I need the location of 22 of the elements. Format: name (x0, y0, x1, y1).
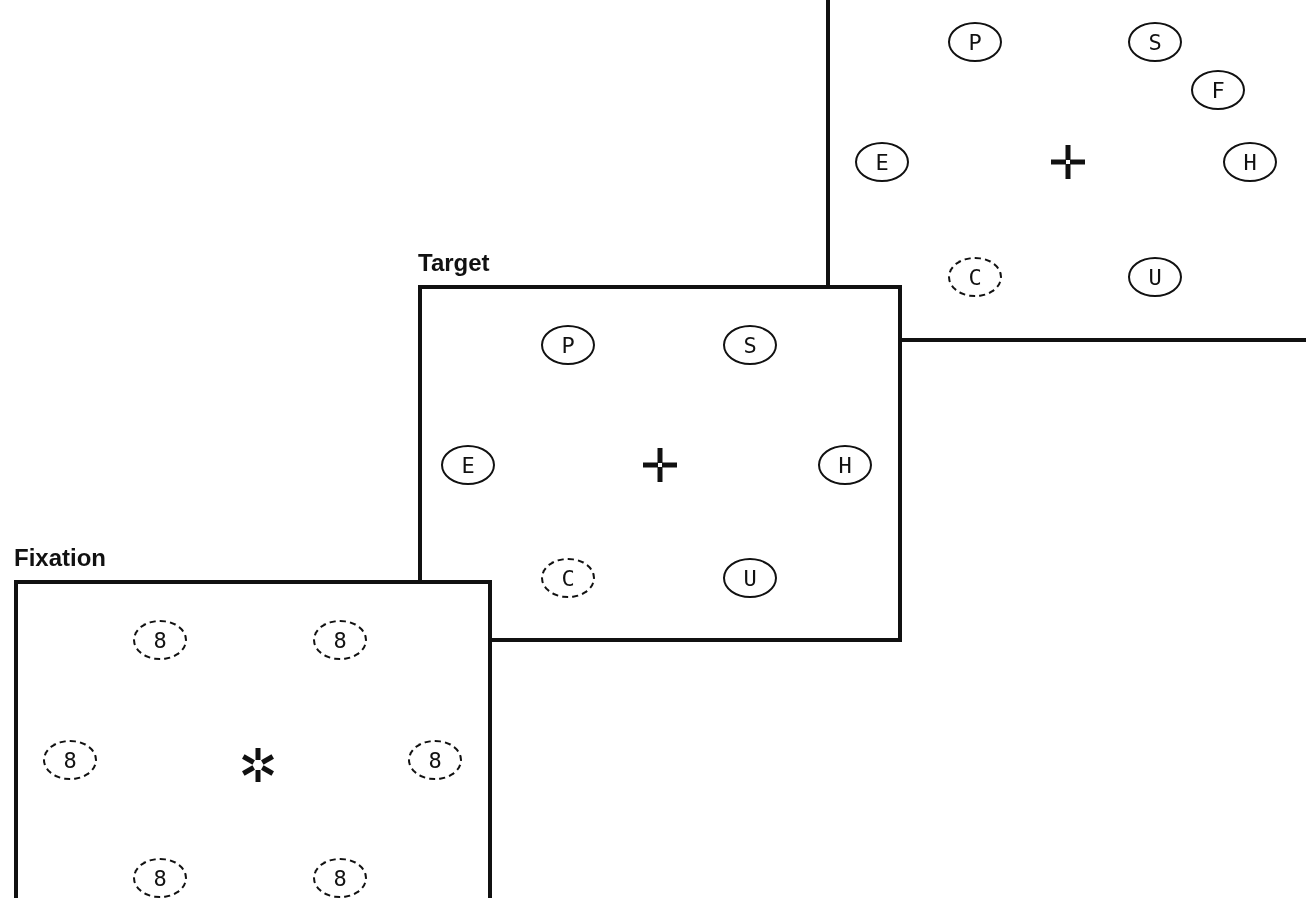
circled-letter: H (1223, 142, 1277, 182)
dashed-circle-letter: 8 (313, 620, 367, 660)
dashed-circle-letter: 8 (43, 740, 97, 780)
dashed-circle-letter: 8 (408, 740, 462, 780)
panel-heading: Fixation (14, 544, 106, 572)
dashed-circle-letter: 8 (133, 620, 187, 660)
circled-letter: P (541, 325, 595, 365)
circled-letter: E (441, 445, 495, 485)
circled-letter: U (723, 558, 777, 598)
circled-letter: E (855, 142, 909, 182)
circled-letter: P (948, 22, 1002, 62)
dashed-circle-letter: C (948, 257, 1002, 297)
circled-letter: S (723, 325, 777, 365)
display-panel (826, 0, 1306, 342)
dashed-circle-letter: 8 (133, 858, 187, 898)
dashed-circle-letter: C (541, 558, 595, 598)
circled-letter: H (818, 445, 872, 485)
dashed-circle-letter: 8 (313, 858, 367, 898)
panel-heading: Target (418, 249, 490, 277)
circled-letter: S (1128, 22, 1182, 62)
circled-letter: F (1191, 70, 1245, 110)
circled-letter: U (1128, 257, 1182, 297)
